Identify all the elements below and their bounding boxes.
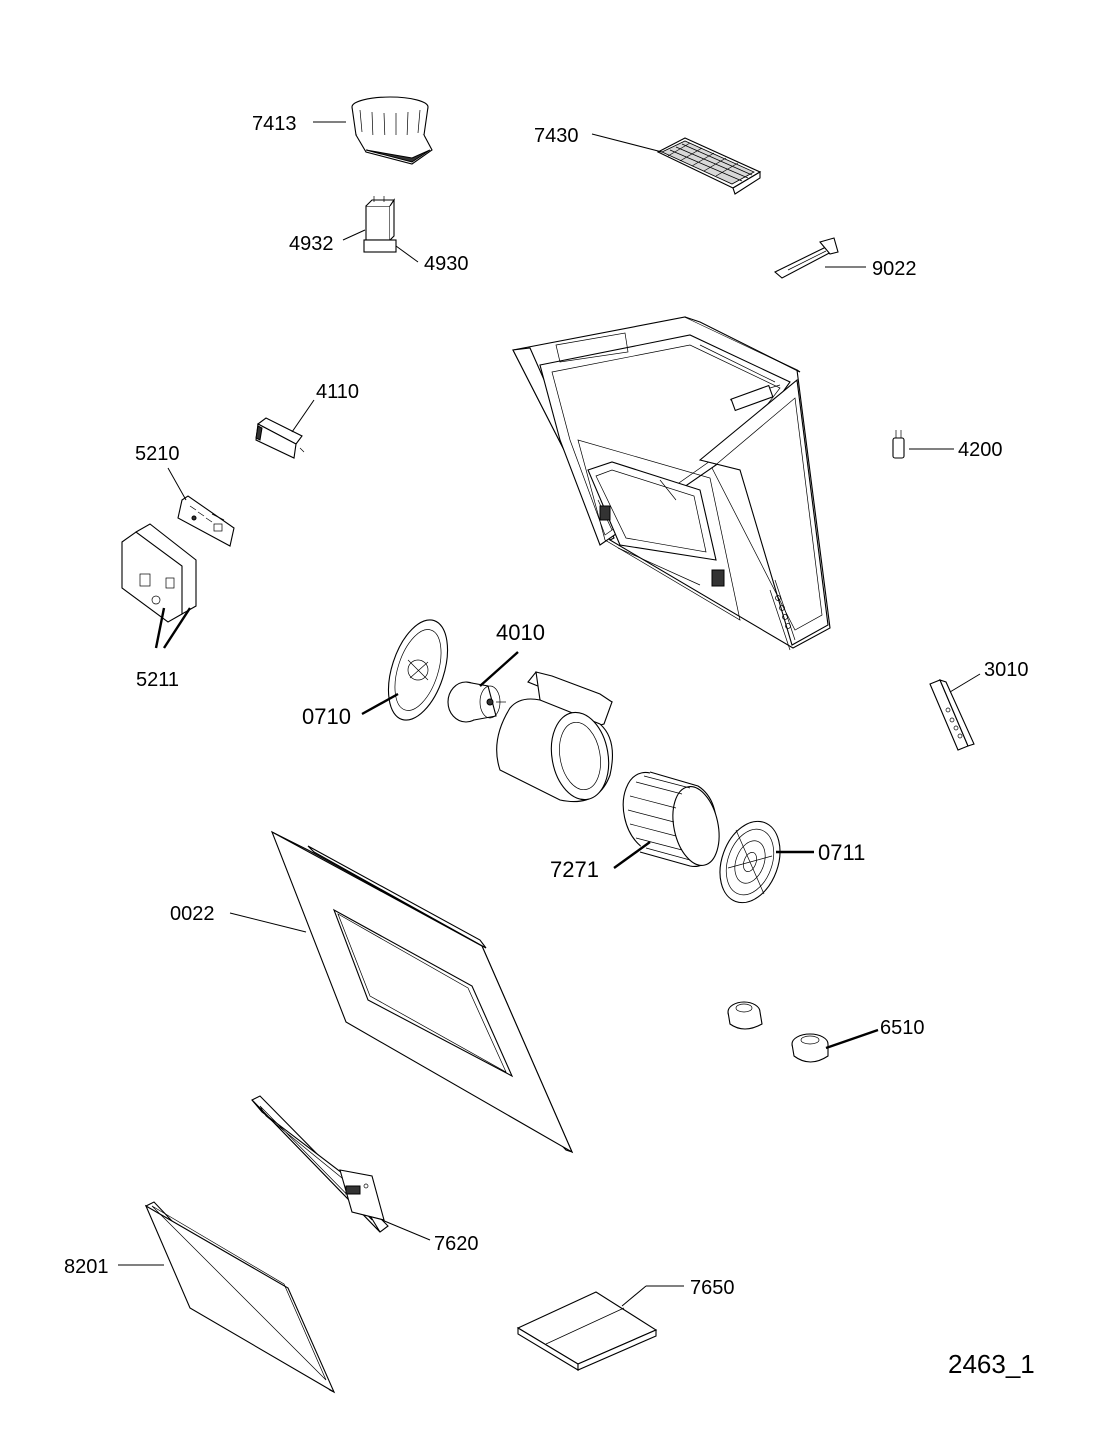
part-0711-fan-grille [719, 820, 781, 904]
label-7271: 7271 [550, 857, 599, 882]
part-0022-glass-panel [270, 830, 574, 1154]
part-8201-panel [144, 1201, 336, 1394]
label-7413: 7413 [252, 113, 297, 135]
label-0022: 0022 [170, 903, 215, 925]
part-hood-body [512, 316, 831, 651]
diagram-id: 2463_1 [948, 1349, 1035, 1379]
part-0710-motor-plate [387, 619, 449, 721]
part-7271-fan-wheel [622, 771, 720, 868]
label-7430: 7430 [534, 125, 579, 147]
label-5211: 5211 [136, 669, 179, 691]
label-0711: 0711 [818, 840, 865, 865]
part-6510-knobs [727, 1001, 829, 1063]
part-4010-motor [447, 681, 506, 723]
label-4010: 4010 [496, 620, 545, 645]
part-blower-housing [496, 671, 613, 803]
part-5210-pcb [177, 495, 235, 547]
label-9022: 9022 [872, 258, 917, 280]
label-5210: 5210 [135, 443, 180, 465]
label-7650: 7650 [690, 1277, 735, 1299]
label-6510: 6510 [880, 1017, 925, 1039]
label-7620: 7620 [434, 1233, 479, 1255]
label-8201: 8201 [64, 1256, 109, 1278]
part-3010-switch-bar [929, 679, 975, 751]
part-7430-filter [656, 137, 762, 195]
part-9022-bracket [774, 237, 839, 279]
part-5211-control-box [121, 523, 197, 623]
label-4110: 4110 [316, 381, 359, 403]
label-4932: 4932 [289, 233, 334, 255]
part-4932-4930-transformer [363, 196, 397, 253]
part-7650-booklet [516, 1291, 658, 1371]
part-4110-capacitor [255, 417, 305, 459]
label-0710: 0710 [302, 704, 351, 729]
label-4930: 4930 [424, 253, 469, 275]
label-4200: 4200 [958, 439, 1003, 461]
part-7620-filter-frame [251, 1095, 389, 1233]
part-4200-lamp [892, 430, 905, 459]
part-7413-duct-collar [351, 96, 433, 165]
label-3010: 3010 [984, 659, 1029, 681]
